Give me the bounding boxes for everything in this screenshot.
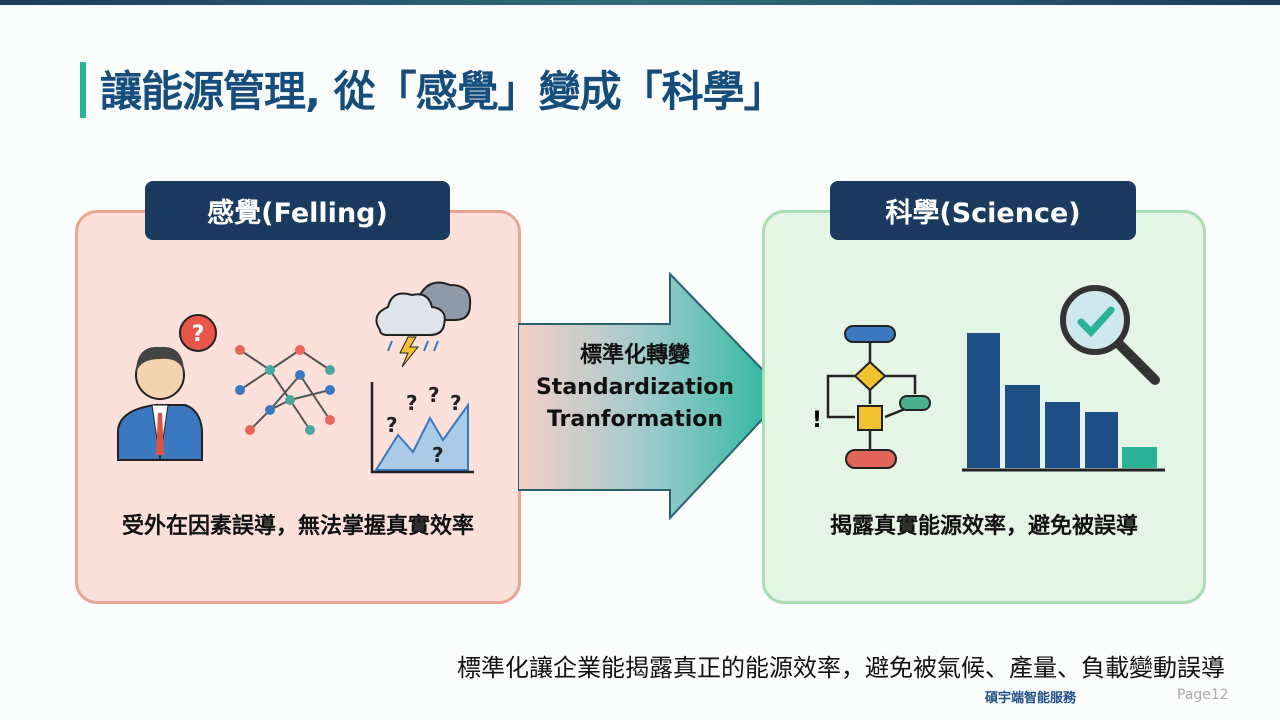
arrow-caption: 標準化轉變 Standardization Tranformation (520, 340, 750, 436)
svg-text:?: ? (406, 391, 418, 415)
transformation-arrow (518, 272, 788, 521)
science-description: 揭露真實能源效率，避免被誤導 (829, 514, 1138, 539)
declining-bar-chart (962, 333, 1165, 472)
bar-4 (1085, 412, 1118, 468)
science-label: 科學(Science) (830, 181, 1136, 240)
svg-text:?: ? (432, 443, 444, 467)
bar-3 (1045, 402, 1080, 468)
svg-text:?: ? (428, 383, 440, 407)
arrow-caption-en-2: Tranformation (546, 407, 724, 432)
arrow-caption-en-1: Standardization (535, 375, 735, 400)
svg-text:?: ? (192, 322, 205, 347)
slide-title: 讓能源管理, 從「感覺」變成「科學」 (100, 67, 786, 116)
network-nodes-icon (235, 345, 335, 435)
flowchart-icon: ! (812, 325, 931, 469)
arrow-caption-zh: 標準化轉變 (579, 343, 690, 368)
bar-2 (1005, 385, 1040, 468)
svg-text:?: ? (450, 391, 462, 415)
bar-5 (1122, 447, 1157, 468)
storm-cloud-icon (375, 281, 472, 368)
person-confused-icon: ? (117, 314, 217, 461)
summary-text: 標準化讓企業能揭露真正的能源效率，避免被氣候、產量、負載變動誤導 (457, 654, 1225, 682)
top-bar (0, 0, 1280, 5)
bar-1 (967, 333, 1000, 468)
uncertain-chart-icon: ????? (370, 382, 474, 474)
svg-text:!: ! (812, 408, 822, 433)
title-accent-bar (80, 62, 86, 118)
feeling-label: 感覺(Felling) (145, 181, 450, 240)
footer-organization: 碩宇端智能服務 (985, 691, 1077, 706)
magnifier-check-icon (1060, 285, 1160, 385)
page-number: Page12 (1177, 687, 1229, 703)
feeling-description: 受外在因素誤導，無法掌握真實效率 (121, 514, 474, 539)
svg-text:?: ? (386, 413, 398, 437)
